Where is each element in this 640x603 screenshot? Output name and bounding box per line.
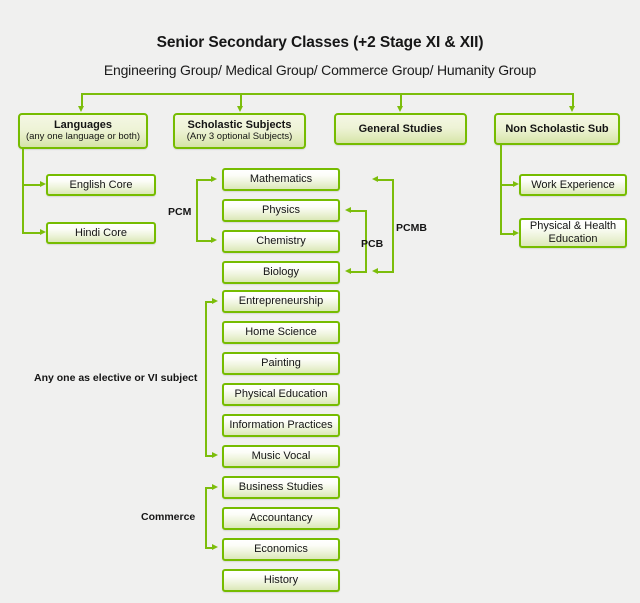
nonscholastic-to-physical-health [500, 233, 514, 235]
arrow-left-pcb-biology [345, 268, 351, 274]
node-home-science[interactable]: Home Science [222, 321, 340, 344]
node-physics[interactable]: Physics [222, 199, 340, 222]
node-business-studies[interactable]: Business Studies [222, 476, 340, 499]
node-business-studies-label: Business Studies [238, 481, 324, 494]
arrow-down-scholastic [237, 106, 243, 112]
root-bus-stub-1 [81, 93, 83, 107]
node-physical-education-label: Physical Education [234, 388, 328, 401]
arrow-right-pcm-mathematics [211, 176, 217, 182]
node-scholastic-sub: (Any 3 optional Subjects) [186, 131, 293, 143]
arrow-right-english-core [40, 181, 46, 187]
node-history[interactable]: History [222, 569, 340, 592]
node-general-studies-title: General Studies [358, 122, 443, 135]
group-label-commerce: Commerce [141, 511, 196, 523]
node-physical-health-label: Physical & Health Education [529, 219, 617, 245]
arrow-right-physical-health [513, 230, 519, 236]
arrow-left-pcmb-mathematics [372, 176, 378, 182]
page-title: Senior Secondary Classes (+2 Stage XI & … [156, 34, 484, 51]
node-languages[interactable]: Languages (any one language or both) [18, 113, 148, 149]
languages-branch-to-english [22, 184, 41, 186]
node-economics-label: Economics [254, 543, 308, 556]
pcmb-bracket-bottom-arm [378, 271, 394, 273]
node-languages-title: Languages [53, 118, 113, 131]
root-bus-horizontal [81, 93, 573, 95]
arrow-left-pcmb-biology [372, 268, 378, 274]
node-home-science-label: Home Science [245, 326, 317, 339]
arrow-right-hindi-core [40, 229, 46, 235]
commerce-bracket-top-arm [205, 487, 214, 489]
node-accountancy-label: Accountancy [249, 512, 313, 525]
node-physics-label: Physics [262, 204, 300, 217]
group-label-pcm: PCM [168, 206, 192, 218]
node-painting[interactable]: Painting [222, 352, 340, 375]
node-physical-health-education[interactable]: Physical & Health Education [519, 218, 627, 248]
root-bus-stub-4 [572, 93, 574, 107]
node-work-experience[interactable]: Work Experience [519, 174, 627, 196]
node-hindi-core-label: Hindi Core [75, 226, 127, 239]
node-music-vocal-label: Music Vocal [251, 450, 311, 463]
node-chemistry-label: Chemistry [256, 235, 306, 248]
node-music-vocal[interactable]: Music Vocal [222, 445, 340, 468]
pcb-bracket-bottom-arm [351, 271, 367, 273]
node-mathematics[interactable]: Mathematics [222, 168, 340, 191]
node-general-studies[interactable]: General Studies [334, 113, 467, 145]
commerce-bracket-bottom-arm [205, 547, 214, 549]
pcm-bracket-top-arm [196, 179, 212, 181]
group-label-pcb: PCB [361, 238, 384, 250]
pcm-bracket-vertical [196, 179, 198, 242]
arrow-right-music-vocal [212, 452, 218, 458]
node-information-practices[interactable]: Information Practices [222, 414, 340, 437]
arrow-right-entrepreneurship [212, 298, 218, 304]
arrow-left-pcb-physics [345, 207, 351, 213]
elective-bracket-vertical [205, 301, 207, 457]
node-mathematics-label: Mathematics [249, 173, 313, 186]
pcb-bracket-vertical [365, 210, 367, 273]
node-work-experience-label: Work Experience [531, 178, 615, 191]
arrow-right-business-studies [212, 484, 218, 490]
languages-branch-vertical [22, 149, 24, 234]
node-painting-label: Painting [261, 357, 301, 370]
pcb-bracket-top-arm [351, 210, 367, 212]
arrow-down-general-studies [397, 106, 403, 112]
node-biology-label: Biology [262, 266, 300, 279]
node-biology[interactable]: Biology [222, 261, 340, 284]
root-bus-stub-2 [240, 93, 242, 107]
nonscholastic-to-work-experience [500, 184, 514, 186]
page-subtitle: Engineering Group/ Medical Group/ Commer… [103, 62, 537, 78]
elective-bracket-top-arm [205, 301, 214, 303]
node-physical-education[interactable]: Physical Education [222, 383, 340, 406]
node-english-core[interactable]: English Core [46, 174, 156, 196]
node-entrepreneurship[interactable]: Entrepreneurship [222, 290, 340, 313]
node-chemistry[interactable]: Chemistry [222, 230, 340, 253]
arrow-right-economics [212, 544, 218, 550]
languages-branch-to-hindi [22, 232, 41, 234]
node-scholastic-title: Scholastic Subjects [187, 118, 292, 131]
node-information-practices-label: Information Practices [229, 419, 333, 432]
group-label-pcmb: PCMB [396, 222, 427, 234]
arrow-down-non-scholastic [569, 106, 575, 112]
root-bus-stub-3 [400, 93, 402, 107]
node-economics[interactable]: Economics [222, 538, 340, 561]
pcmb-bracket-top-arm [378, 179, 394, 181]
nonscholastic-branch-vertical [500, 145, 502, 235]
node-hindi-core[interactable]: Hindi Core [46, 222, 156, 244]
node-english-core-label: English Core [69, 178, 133, 191]
node-scholastic-subjects[interactable]: Scholastic Subjects (Any 3 optional Subj… [173, 113, 306, 149]
node-entrepreneurship-label: Entrepreneurship [238, 295, 324, 308]
node-languages-sub: (any one language or both) [25, 131, 141, 143]
elective-bracket-bottom-arm [205, 455, 214, 457]
group-label-elective: Any one as elective or VI subject [34, 372, 198, 384]
arrow-right-work-experience [513, 181, 519, 187]
pcmb-bracket-vertical [392, 179, 394, 273]
node-accountancy[interactable]: Accountancy [222, 507, 340, 530]
pcm-bracket-bottom-arm [196, 240, 212, 242]
node-non-scholastic-sub[interactable]: Non Scholastic Sub [494, 113, 620, 145]
arrow-down-languages [78, 106, 84, 112]
commerce-bracket-vertical [205, 487, 207, 549]
node-history-label: History [263, 574, 299, 587]
arrow-right-pcm-chemistry [211, 237, 217, 243]
node-non-scholastic-title: Non Scholastic Sub [505, 122, 609, 135]
